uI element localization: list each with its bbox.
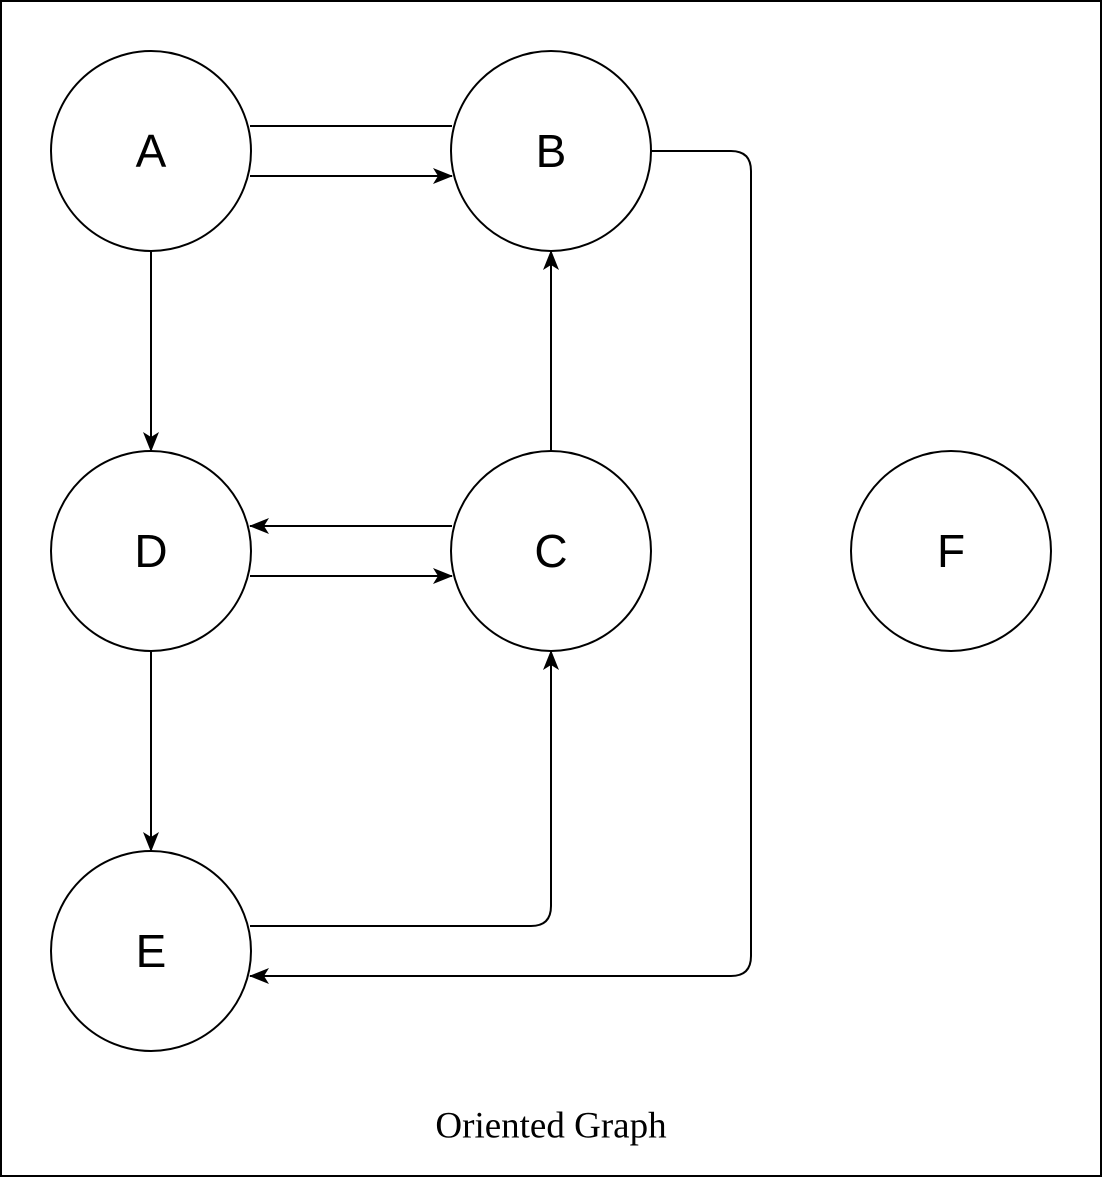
node-a: A <box>50 50 252 252</box>
node-c-circle <box>450 450 652 652</box>
diagram-caption: Oriented Graph <box>435 1106 667 1147</box>
node-f-label: F <box>937 525 965 577</box>
edges-group <box>143 125 752 984</box>
node-a-circle <box>50 50 252 252</box>
node-b-circle <box>450 50 652 252</box>
node-e-circle <box>50 850 252 1052</box>
node-a-label: A <box>136 125 167 177</box>
node-e: E <box>50 850 252 1052</box>
node-e-label: E <box>136 925 167 977</box>
node-d-label: D <box>134 525 167 577</box>
node-f-circle <box>850 450 1052 652</box>
node-c-label: C <box>534 525 567 577</box>
node-f: F <box>850 450 1052 652</box>
edge-b-to-e <box>249 150 752 984</box>
node-b-label: B <box>536 125 567 177</box>
node-d: D <box>50 450 252 652</box>
node-d-circle <box>50 450 252 652</box>
node-b: B <box>450 50 652 252</box>
node-c: C <box>450 450 652 652</box>
edge-e-to-c <box>250 650 559 927</box>
